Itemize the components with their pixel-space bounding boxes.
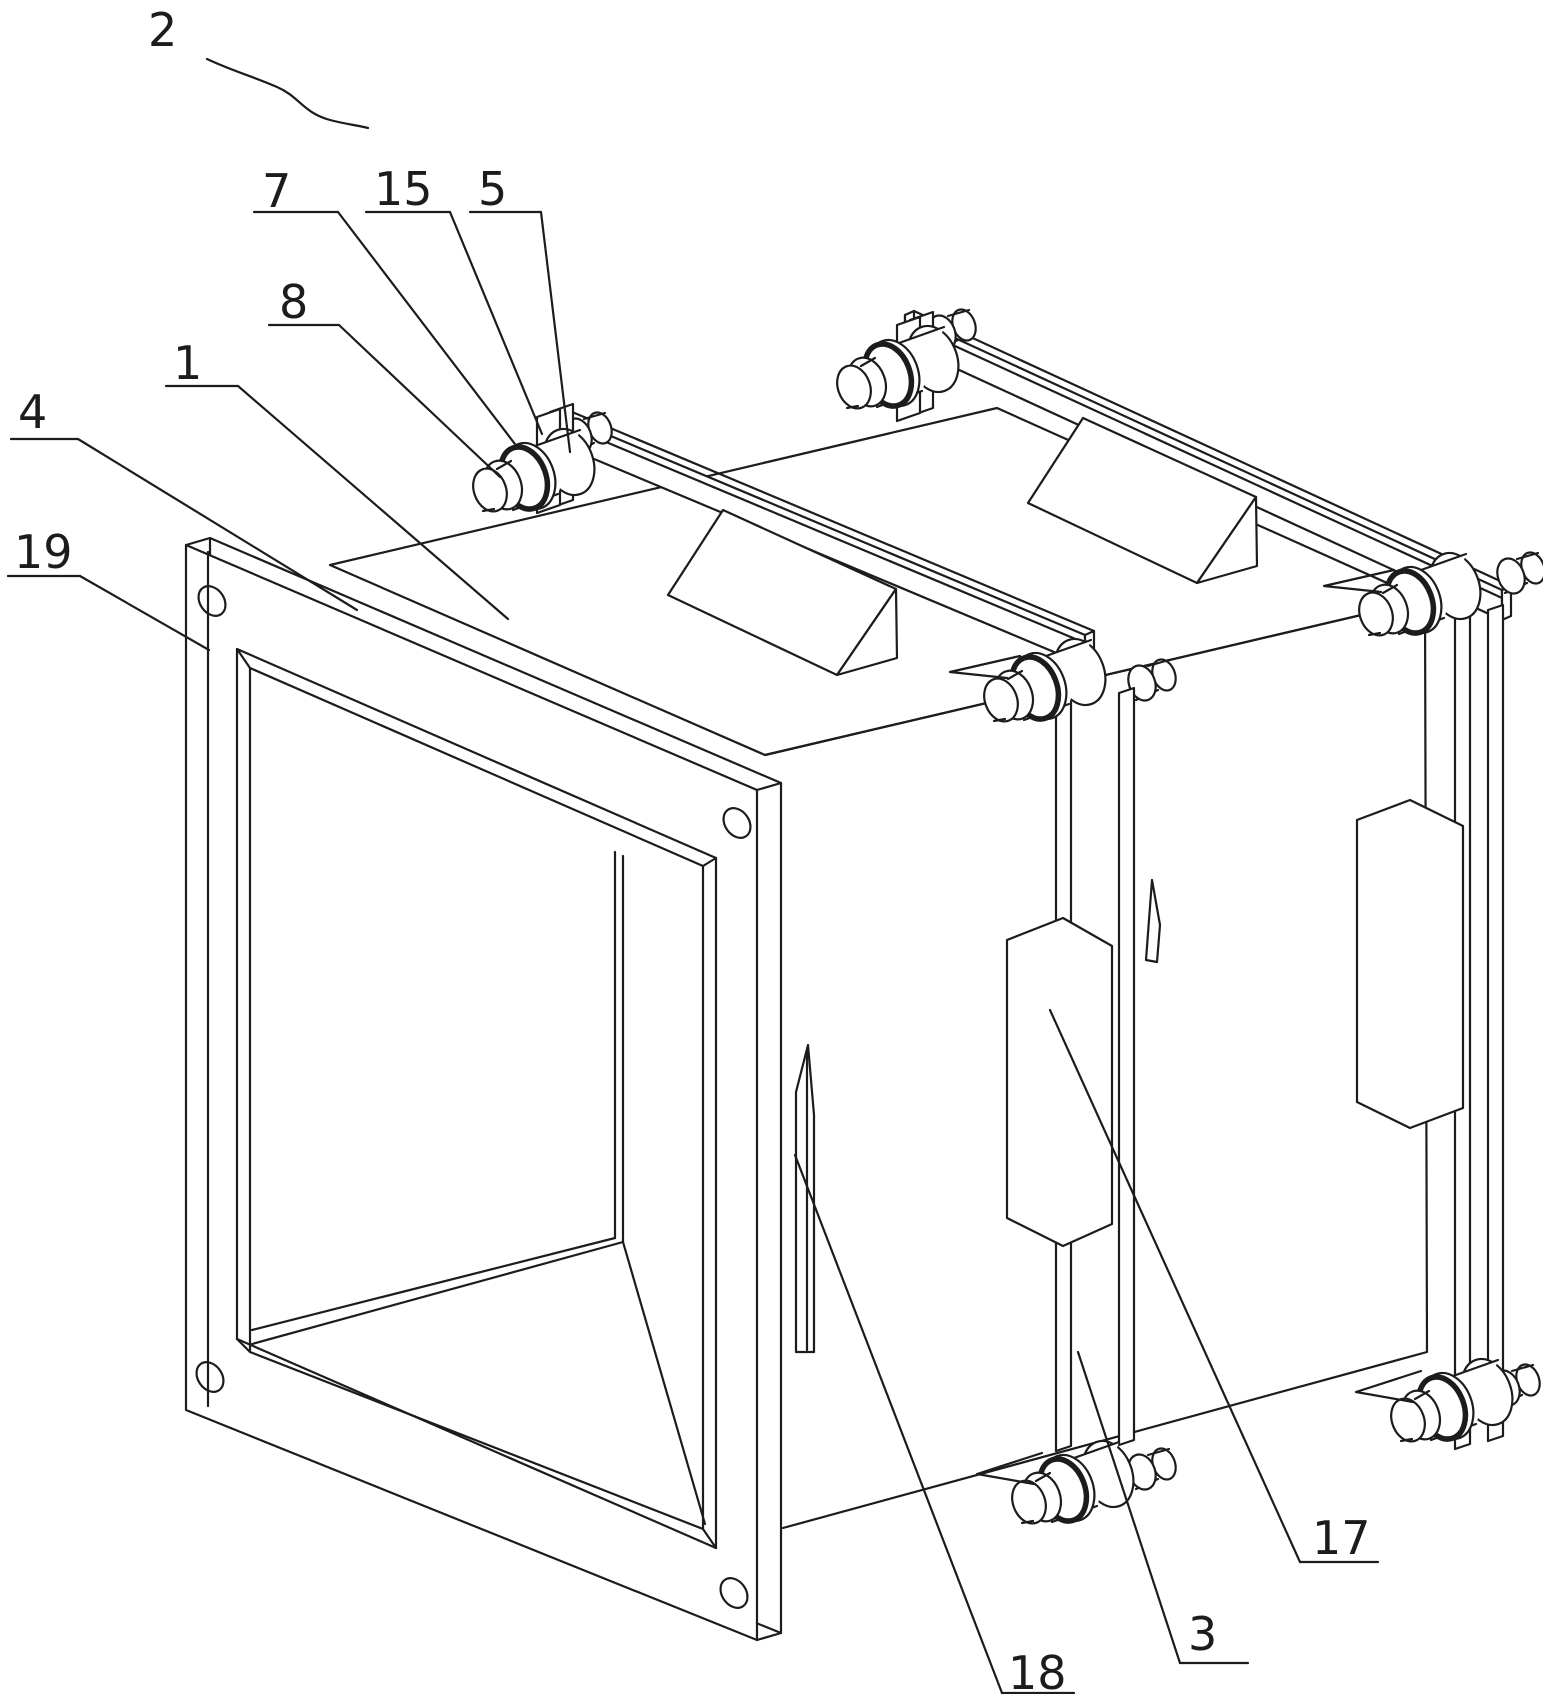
leader-line <box>337 323 502 479</box>
label-17: 17 <box>1312 1511 1371 1565</box>
label-15: 15 <box>374 162 433 216</box>
leader-squiggle <box>205 57 370 130</box>
label-7: 7 <box>262 164 291 218</box>
label-8: 8 <box>279 275 308 329</box>
corner-hole-bl <box>195 1361 225 1393</box>
corner-hole-br <box>719 1577 749 1609</box>
roller-assembly <box>836 324 960 410</box>
axle-cap <box>1127 658 1177 702</box>
flange-plate <box>184 536 783 1642</box>
leader-line <box>78 574 211 652</box>
leader-line <box>336 210 520 450</box>
label-4: 4 <box>18 385 47 439</box>
corner-hole-tl <box>197 585 227 617</box>
flange-thickness-ticks <box>184 536 783 1642</box>
label-2: 2 <box>148 3 177 57</box>
wedge-sliver-front <box>794 1043 816 1354</box>
leader-line <box>236 384 510 621</box>
box-interior <box>250 850 707 1526</box>
window-corner-ticks <box>235 647 718 1550</box>
roller-assembly <box>1358 551 1482 637</box>
labels: 2 7 15 5 8 1 4 19 17 3 18 <box>14 3 1371 1694</box>
wedge-plate-middle <box>1005 916 1114 1248</box>
leader-line <box>539 210 572 454</box>
wedge-block-front <box>666 508 899 677</box>
leader-line <box>76 437 359 612</box>
label-19: 19 <box>14 525 73 579</box>
roller-assembly <box>1390 1357 1514 1443</box>
leader-lines <box>6 57 1380 1694</box>
label-1: 1 <box>173 336 202 390</box>
wedge-sliver-middle <box>1144 878 1162 964</box>
leader-line <box>793 1153 1004 1694</box>
axle-cap <box>1127 1447 1177 1491</box>
label-5: 5 <box>478 162 507 216</box>
leader-line <box>448 210 544 436</box>
wedge-block-back <box>1026 416 1259 585</box>
roller-assembly <box>472 427 596 513</box>
label-3: 3 <box>1188 1607 1217 1661</box>
leader-line <box>1048 1008 1302 1564</box>
leader-line <box>1076 1350 1182 1665</box>
corner-hole-tr <box>722 807 752 839</box>
label-18: 18 <box>1008 1646 1067 1694</box>
axle-cap <box>1496 551 1543 595</box>
roller-tabs <box>948 568 1423 1486</box>
roller-assembly <box>983 637 1107 723</box>
wedge-plate-right <box>1355 798 1465 1130</box>
